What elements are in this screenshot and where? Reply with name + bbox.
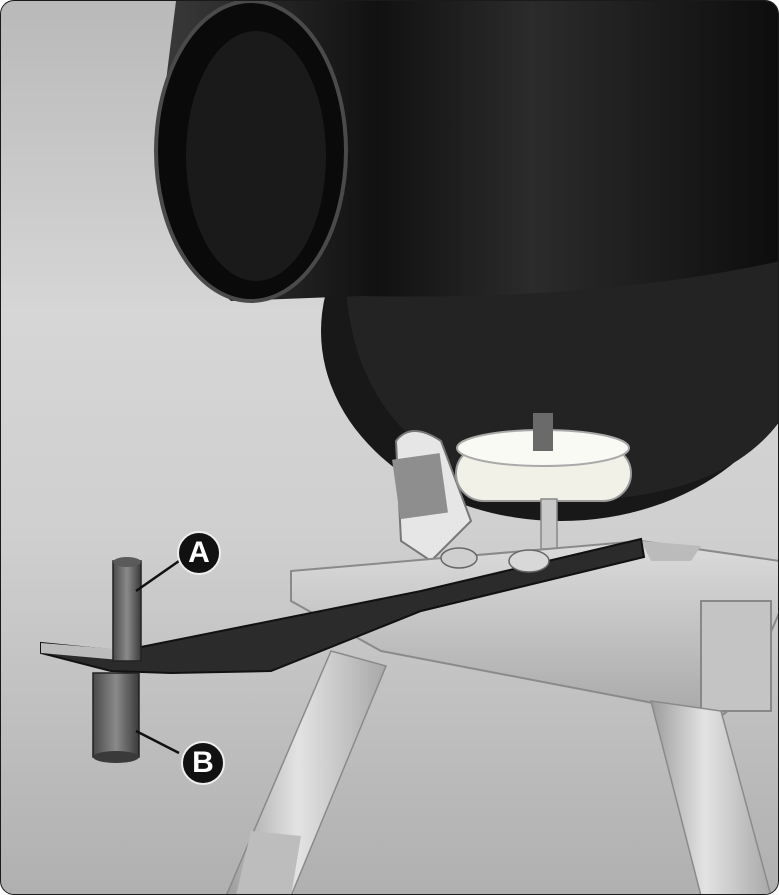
guide-pin xyxy=(92,557,142,763)
drum-chute xyxy=(154,1,778,303)
callout-b-leader xyxy=(135,729,180,755)
roller-wheel xyxy=(455,413,632,550)
callout-b: B xyxy=(181,741,225,785)
mounting-plate xyxy=(392,430,473,563)
callout-a: A xyxy=(177,531,221,575)
stand-legs xyxy=(226,650,772,894)
stand-frame xyxy=(290,539,778,718)
bolts xyxy=(440,547,550,573)
callout-a-leader xyxy=(135,559,180,593)
